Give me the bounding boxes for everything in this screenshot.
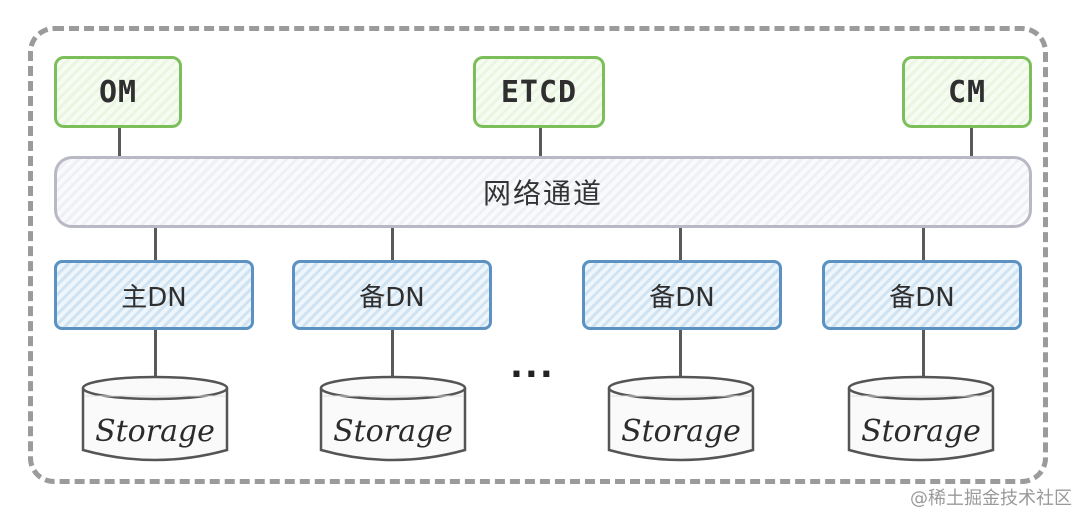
primary-dn-node: 主DN	[54, 260, 254, 330]
standby-dn-node-2: 备DN	[582, 260, 782, 330]
network-channel: 网络通道	[54, 156, 1032, 228]
storage-cylinder-4: Storage	[846, 374, 996, 466]
om-node: OM	[54, 56, 182, 128]
cm-node: CM	[902, 56, 1032, 128]
om-connector	[118, 126, 121, 158]
storage-cylinder-3: Storage	[606, 374, 756, 466]
storage-label-4: Storage	[861, 414, 981, 449]
storage-label-3: Storage	[621, 414, 741, 449]
dn1-bus-connector	[154, 228, 157, 262]
dn1-storage-connector	[154, 330, 157, 378]
dn4-bus-connector	[922, 228, 925, 262]
dn2-bus-connector	[391, 228, 394, 262]
storage-label-1: Storage	[95, 414, 215, 449]
storage-label-2: Storage	[333, 414, 453, 449]
etcd-connector	[539, 126, 542, 158]
dn4-storage-connector	[922, 330, 925, 378]
etcd-node: ETCD	[473, 56, 605, 128]
watermark-text: @稀土掘金技术社区	[910, 488, 1072, 509]
standby-dn-node-1: 备DN	[292, 260, 492, 330]
dn3-bus-connector	[679, 228, 682, 262]
cm-connector	[970, 126, 973, 158]
standby-dn-node-3: 备DN	[822, 260, 1022, 330]
more-nodes-ellipsis: ...	[510, 346, 555, 386]
dn3-storage-connector	[679, 330, 682, 378]
dn2-storage-connector	[391, 330, 394, 378]
storage-cylinder-1: Storage	[80, 374, 230, 466]
cluster-frame	[28, 26, 1048, 484]
storage-cylinder-2: Storage	[318, 374, 468, 466]
